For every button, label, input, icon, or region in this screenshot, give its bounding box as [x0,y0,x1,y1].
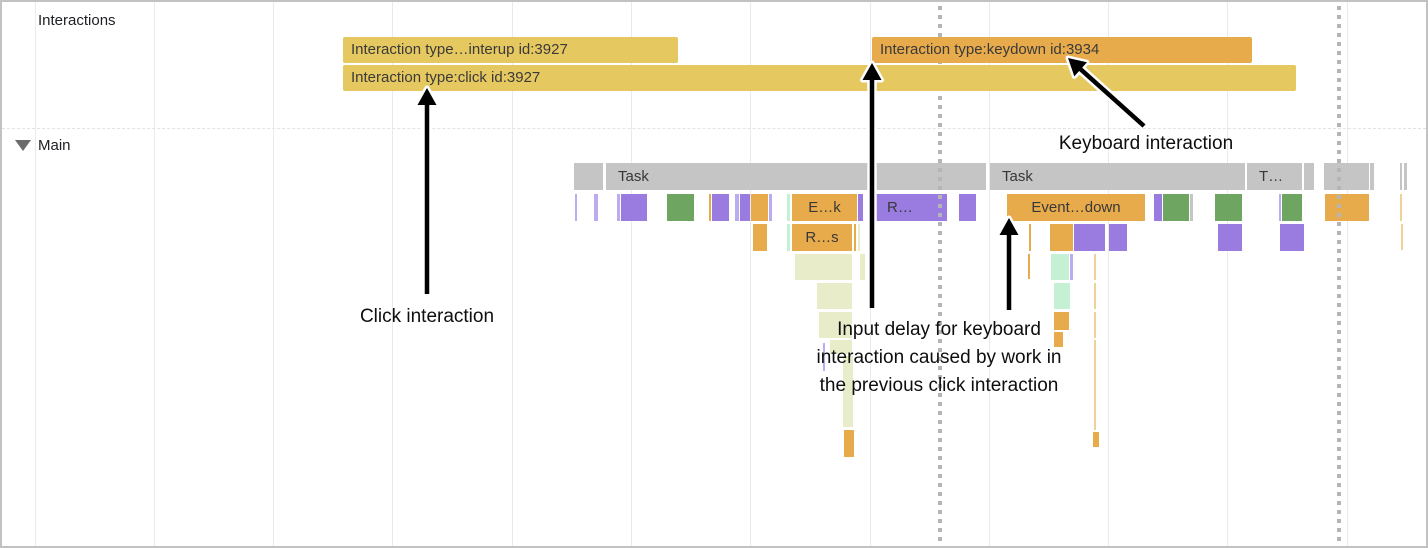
flame-segment[interactable] [844,430,854,457]
flame-segment[interactable] [787,194,790,221]
flame-segment[interactable] [1400,194,1402,221]
collapse-triangle-icon[interactable] [15,140,31,151]
main-track-header[interactable]: Main [15,137,71,154]
flame-segment[interactable] [1279,194,1281,221]
flame-segment[interactable] [1094,283,1096,309]
flame-segment[interactable] [1070,254,1073,280]
interaction-bar-click[interactable]: Interaction type:click id:3927 [343,65,1296,91]
flame-segment[interactable] [787,224,790,251]
flame-segment-task[interactable]: Task [606,163,986,190]
flame-segment[interactable] [617,194,620,221]
dotted-marker-line [938,6,942,546]
flame-segment[interactable] [667,194,694,221]
interaction-bar-keydown[interactable]: Interaction type:keydown id:3934 [872,37,1252,63]
flame-segment-t[interactable]: T… [1247,163,1302,190]
flame-segment[interactable] [1218,224,1242,251]
track-divider [2,128,1426,129]
flame-segment-task[interactable]: Task [990,163,1245,190]
flame-segment[interactable] [1093,432,1099,447]
flame-segment[interactable] [769,194,772,221]
flame-segment[interactable] [575,194,577,221]
flame-segment[interactable] [1370,163,1374,190]
flame-segment[interactable] [1154,194,1162,221]
gridline [1227,2,1228,546]
flame-segment[interactable] [1074,224,1105,251]
gridline [273,2,274,546]
gridline [392,2,393,546]
flame-segment[interactable] [817,283,852,309]
flame-segment[interactable] [1325,194,1369,221]
flame-segment[interactable] [1054,312,1069,330]
flame-segment[interactable] [823,343,825,371]
gridline [631,2,632,546]
annotation-keyboard-interaction: Keyboard interaction [1058,133,1234,154]
annotation-click-interaction: Click interaction [359,306,495,327]
annotation-input-delay: Input delay for keyboard interaction cau… [774,316,1104,400]
flame-segment[interactable] [854,224,856,251]
gridline [750,2,751,546]
flame-segment[interactable] [1280,224,1304,251]
flame-segment[interactable] [959,194,976,221]
flame-segment[interactable] [1401,224,1403,250]
flame-segment[interactable] [1215,194,1242,221]
flame-segment[interactable] [1094,340,1096,430]
gridline [989,2,990,546]
flame-segment[interactable] [574,163,603,190]
gridline [154,2,155,546]
flame-segment[interactable] [1054,283,1070,309]
flame-segment[interactable] [843,356,853,427]
interactions-track-label: Interactions [38,12,116,29]
main-track-label: Main [38,137,71,154]
annotation-input-delay-line: interaction caused by work in [816,347,1062,368]
dotted-marker-line [1337,6,1341,546]
flame-segment[interactable] [740,194,750,221]
flame-segment[interactable] [819,312,852,338]
flame-segment[interactable] [735,194,739,221]
flame-segment[interactable] [1304,163,1314,190]
flame-segment[interactable] [1028,254,1030,279]
gridline [35,2,36,546]
flame-segment[interactable] [1029,224,1031,251]
flame-segment[interactable] [751,194,768,221]
flame-segment[interactable] [1282,194,1302,221]
flame-segment[interactable] [1051,254,1069,280]
flame-segment-eventdown[interactable]: Event…down [1007,194,1145,221]
flame-segment[interactable] [594,194,598,221]
flame-segment[interactable] [795,254,852,280]
flame-segment[interactable] [1054,332,1063,347]
flame-segment[interactable] [1190,194,1193,221]
annotation-input-delay-line: the previous click interaction [819,375,1059,396]
annotation-input-delay-line: Input delay for keyboard [837,319,1041,340]
flame-segment[interactable] [858,224,860,251]
gridline [512,2,513,546]
flame-segment[interactable] [858,194,863,221]
flame-segment[interactable] [709,194,711,221]
flame-segment[interactable] [1050,224,1073,251]
gridline [1347,2,1348,546]
flame-segment[interactable] [1094,254,1096,280]
flame-segment[interactable] [753,224,767,251]
flame-segment-r[interactable]: R… [875,194,947,221]
flame-segment[interactable] [1324,163,1369,190]
flame-segment[interactable] [1400,163,1402,190]
flame-segment[interactable] [1109,224,1127,251]
flame-segment-ek[interactable]: E…k [792,194,857,221]
flame-segment-rs[interactable]: R…s [792,224,852,251]
flame-segment[interactable] [621,194,647,221]
interaction-bar-pointer[interactable]: Interaction type…interup id:3927 [343,37,678,63]
flame-segment[interactable] [712,194,729,221]
flame-segment[interactable] [1404,163,1407,190]
gridline [1108,2,1109,546]
flame-segment[interactable] [860,254,865,280]
flame-segment[interactable] [830,340,852,354]
flame-segment[interactable] [1094,312,1096,338]
flame-segment[interactable] [1163,194,1189,221]
